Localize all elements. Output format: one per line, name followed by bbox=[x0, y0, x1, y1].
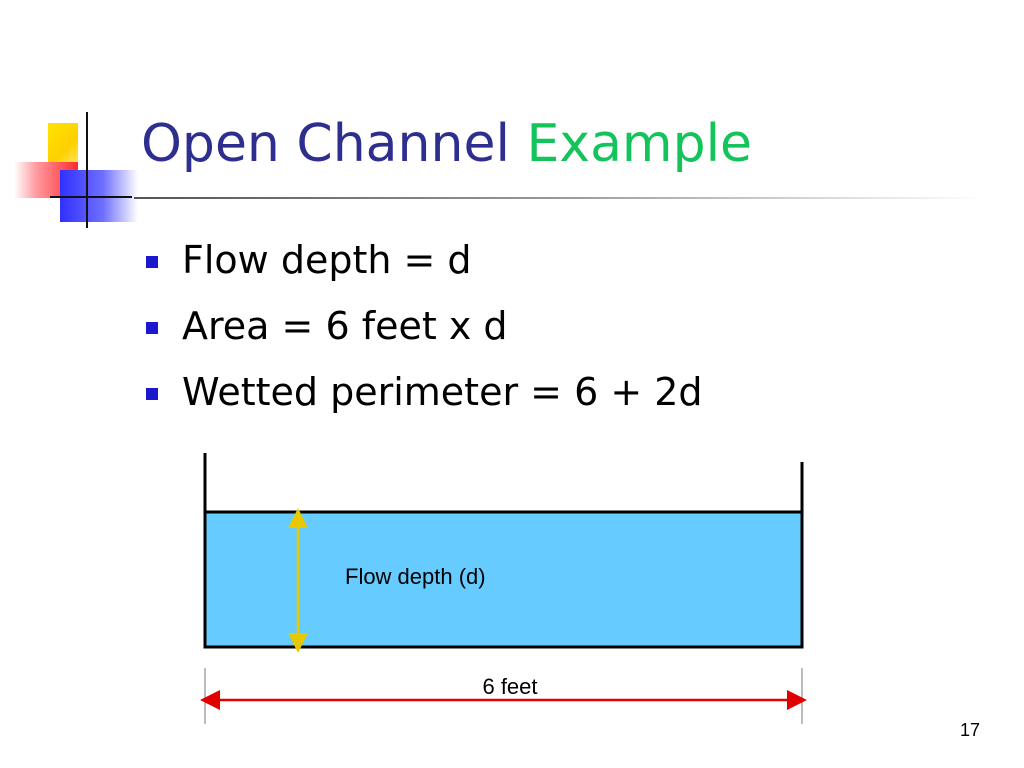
title-underline bbox=[134, 197, 984, 199]
slide-title: Open Channel Example bbox=[141, 108, 752, 180]
bullet-text: Flow depth = d bbox=[182, 238, 472, 282]
water-body bbox=[203, 510, 804, 649]
width-label: 6 feet bbox=[482, 674, 537, 699]
depth-label: Flow depth (d) bbox=[345, 564, 486, 589]
logo-horizontal-line bbox=[50, 196, 132, 198]
bullet-text: Area = 6 feet x d bbox=[182, 304, 508, 348]
bullet-square-icon bbox=[146, 388, 158, 400]
logo-vertical-line bbox=[86, 112, 88, 228]
logo-yellow-square bbox=[48, 123, 78, 167]
page-number: 17 bbox=[960, 720, 981, 740]
bullet-square-icon bbox=[146, 256, 158, 268]
slide-title-part2: Example bbox=[526, 114, 753, 174]
bullet-text: Wetted perimeter = 6 + 2d bbox=[182, 370, 703, 414]
corner-logo-decoration bbox=[0, 0, 160, 240]
slide-title-part1: Open Channel bbox=[141, 114, 510, 174]
bullet-square-icon bbox=[146, 322, 158, 334]
